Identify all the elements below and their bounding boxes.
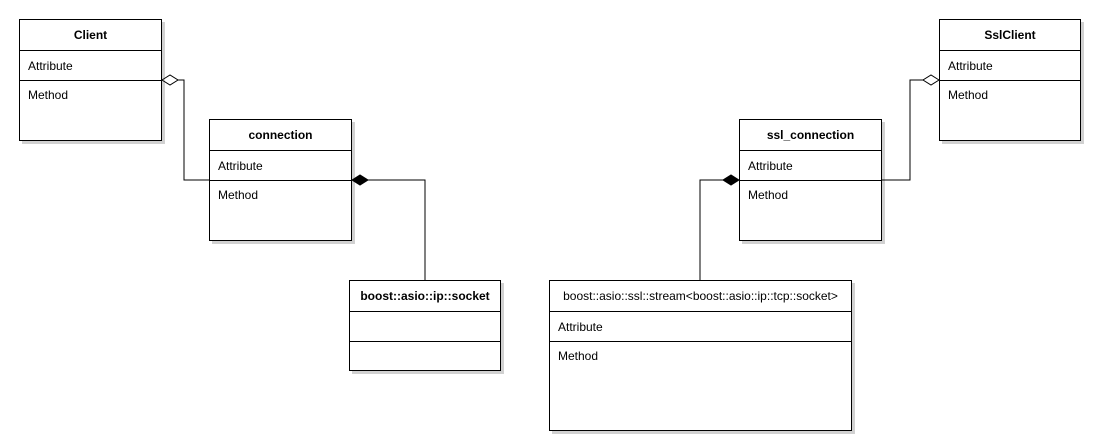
aggregation-diamond-client xyxy=(161,74,179,86)
class-connection[interactable]: connection Attribute Method xyxy=(209,119,352,241)
class-sslclient[interactable]: SslClient Attribute Method xyxy=(939,19,1081,141)
class-connection-method[interactable]: Method xyxy=(210,180,351,241)
edge-sslclient-sslconnection-line xyxy=(882,79,923,181)
composition-diamond-sslconnection xyxy=(722,174,740,186)
class-sslclient-attribute[interactable]: Attribute xyxy=(940,50,1080,80)
class-sslconnection-method[interactable]: Method xyxy=(740,180,881,241)
class-socket[interactable]: boost::asio::ip::socket xyxy=(349,280,501,371)
edge-connection-socket-line xyxy=(368,179,426,280)
class-client-name: Client xyxy=(73,28,108,42)
class-connection-name: connection xyxy=(248,128,313,142)
class-connection-attribute[interactable]: Attribute xyxy=(210,150,351,180)
class-sslstream[interactable]: boost::asio::ssl::stream<boost::asio::ip… xyxy=(549,280,852,431)
edge-connection-socket[interactable] xyxy=(351,174,426,280)
edge-client-connection[interactable] xyxy=(161,74,209,181)
class-client-method[interactable]: Method xyxy=(20,80,161,141)
class-sslconnection-attribute[interactable]: Attribute xyxy=(740,150,881,180)
composition-diamond-connection xyxy=(351,174,369,186)
class-sslstream-name: boost::asio::ssl::stream<boost::asio::ip… xyxy=(563,289,838,303)
class-socket-method[interactable] xyxy=(350,341,500,370)
class-socket-attribute[interactable] xyxy=(350,311,500,341)
class-sslstream-method[interactable]: Method xyxy=(550,341,851,431)
class-sslstream-attribute[interactable]: Attribute xyxy=(550,311,851,341)
class-sslconnection[interactable]: ssl_connection Attribute Method xyxy=(739,119,882,241)
edge-sslconnection-sslstream-line xyxy=(699,179,723,280)
class-sslclient-name: SslClient xyxy=(984,28,1036,42)
class-client[interactable]: Client Attribute Method xyxy=(19,19,162,141)
edge-sslclient-sslconnection[interactable] xyxy=(882,74,940,181)
class-sslconnection-name: ssl_connection xyxy=(766,128,855,142)
edge-sslconnection-sslstream[interactable] xyxy=(699,174,740,280)
edge-client-connection-line xyxy=(178,79,209,181)
aggregation-diamond-sslclient xyxy=(922,74,940,86)
class-socket-name: boost::asio::ip::socket xyxy=(360,289,490,303)
class-sslclient-method[interactable]: Method xyxy=(940,80,1080,141)
class-client-attribute[interactable]: Attribute xyxy=(20,50,161,80)
